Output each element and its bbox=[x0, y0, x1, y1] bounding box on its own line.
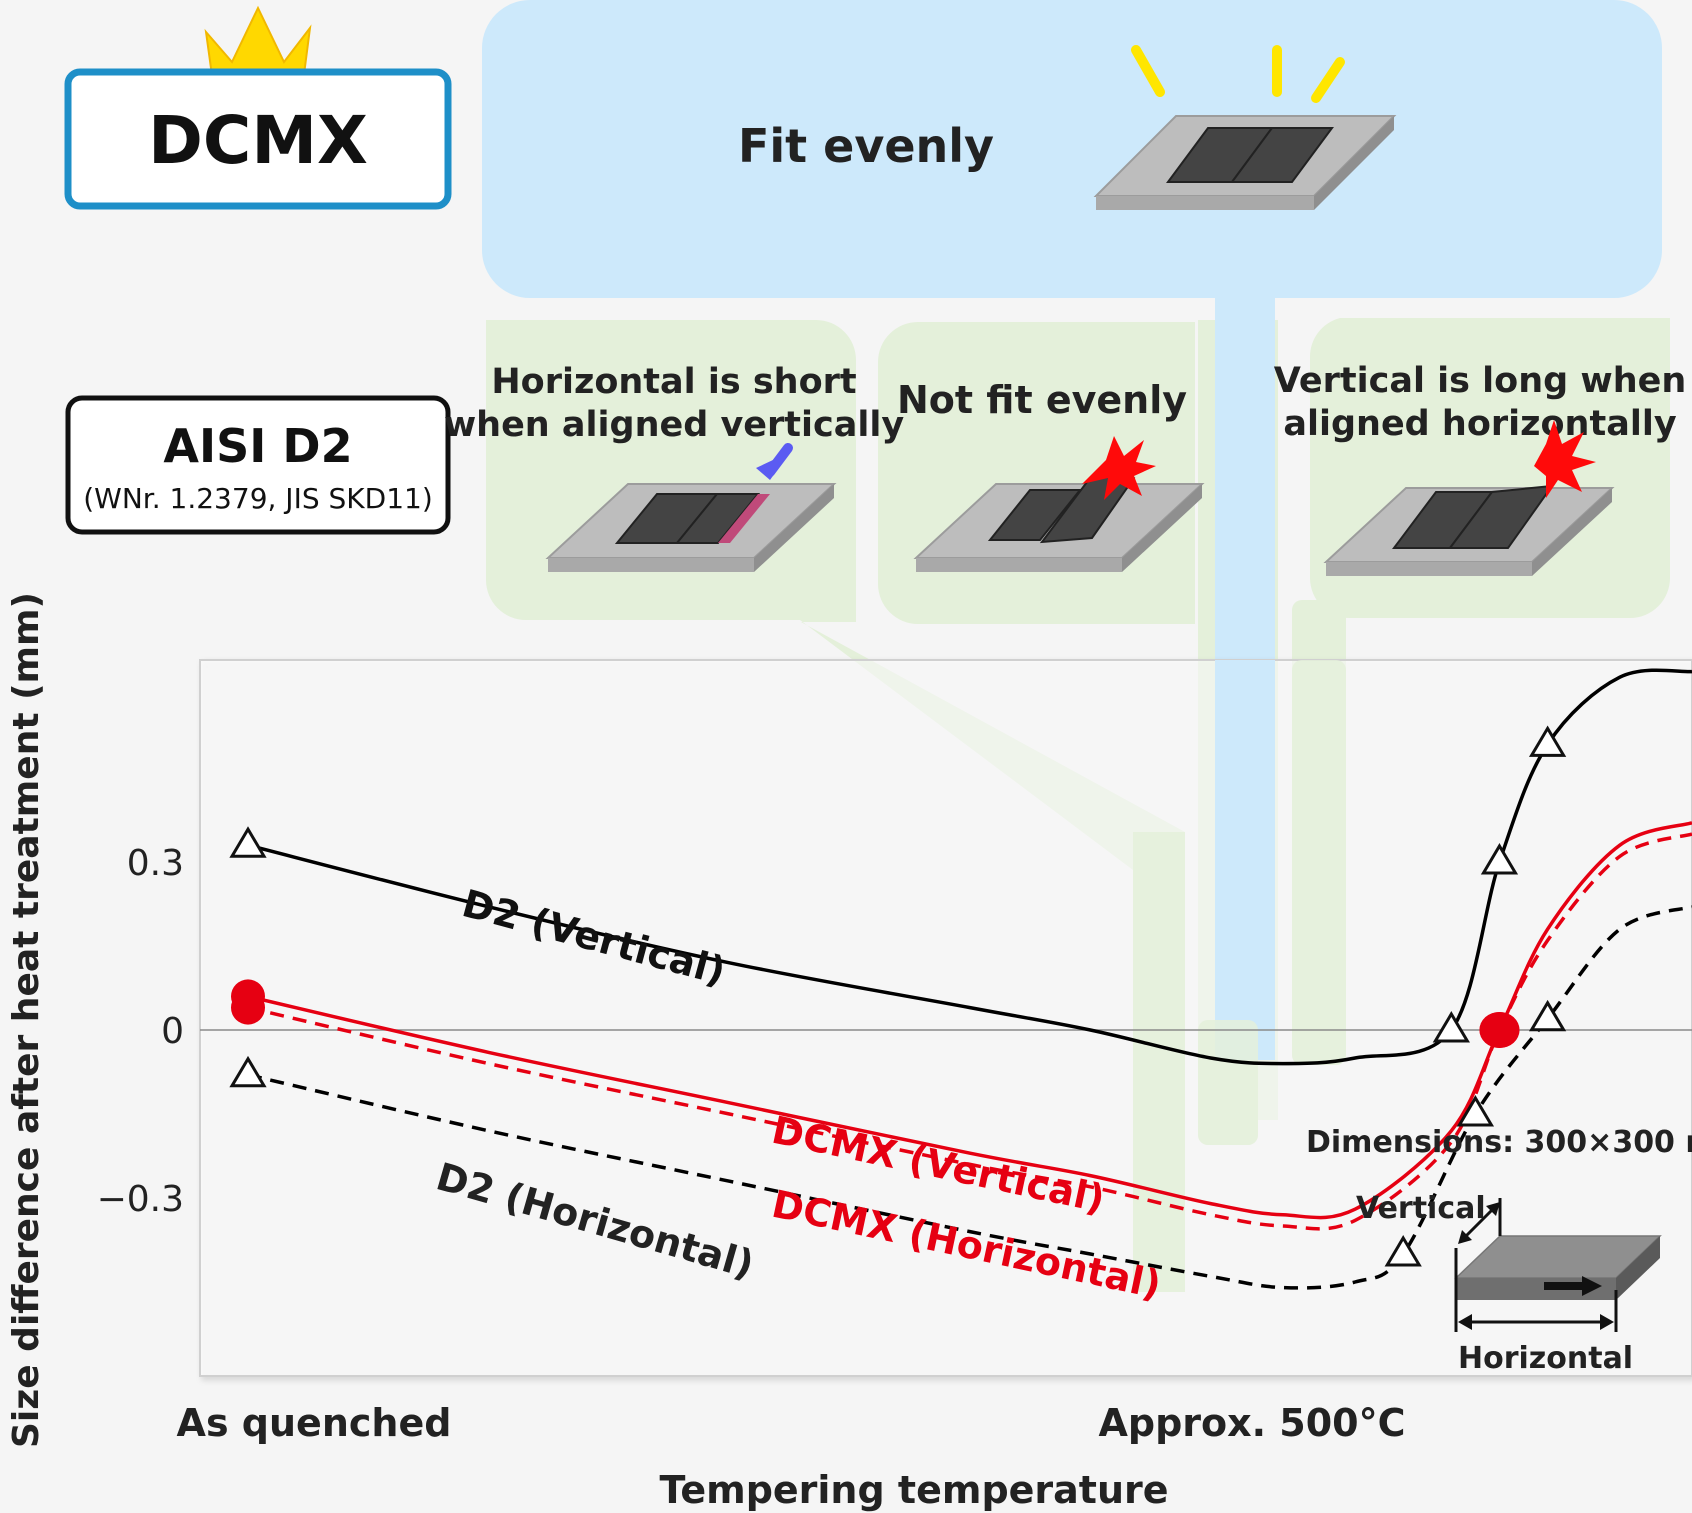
y-tick-label: 0 bbox=[161, 1011, 184, 1052]
y-tick-label: −0.3 bbox=[97, 1179, 184, 1220]
data-point-marker bbox=[1528, 725, 1567, 757]
y-axis-ticks: 0.3 0 −0.3 bbox=[97, 843, 184, 1220]
series-layer bbox=[247, 668, 1692, 1290]
d2-badge-subtitle: (WNr. 1.2379, JIS SKD11) bbox=[83, 482, 433, 515]
green-column-overlay-right bbox=[1292, 660, 1346, 1065]
d2-badge bbox=[65, 395, 451, 535]
d2-badge-title: AISI D2 bbox=[163, 419, 352, 473]
short-callout-line2: when aligned vertically bbox=[444, 405, 905, 445]
inset-vertical-label: Vertical bbox=[1356, 1191, 1486, 1226]
inset-plate-icon bbox=[1454, 1198, 1662, 1332]
long-callout-line1: Vertical is long when bbox=[1274, 361, 1687, 401]
x-tick-500c: Approx. 500°C bbox=[1098, 1401, 1405, 1445]
plate-short-horizontal-icon bbox=[545, 443, 837, 572]
dcmx-badge-label: DCMX bbox=[148, 102, 368, 179]
series-line-dcmx-horizontal bbox=[247, 832, 1692, 1231]
dcmx-badge bbox=[64, 68, 452, 210]
data-point-marker bbox=[1480, 843, 1519, 875]
green-column-overlay-mid bbox=[1198, 1020, 1258, 1145]
data-point-marker bbox=[229, 1055, 267, 1088]
inset-horizontal-label: Horizontal bbox=[1458, 1341, 1633, 1376]
long-callout-line2: aligned horizontally bbox=[1283, 404, 1676, 444]
green-column-overlay-left bbox=[1133, 832, 1185, 1292]
not-fit-evenly-label: Not fit evenly bbox=[897, 378, 1187, 422]
short-callout-line1: Horizontal is short bbox=[491, 362, 856, 402]
marker-layer bbox=[229, 725, 1567, 1267]
data-point-marker bbox=[229, 826, 267, 858]
data-point-marker bbox=[1528, 999, 1567, 1032]
fit-evenly-label: Fit evenly bbox=[738, 119, 994, 173]
series-line-d2-horizontal bbox=[247, 905, 1692, 1290]
data-point-marker bbox=[1479, 1012, 1520, 1048]
y-axis-label: Size difference after heat treatment (mm… bbox=[6, 592, 47, 1448]
plot-frame bbox=[199, 659, 1692, 1377]
data-point-marker bbox=[1432, 1011, 1470, 1043]
data-point-marker bbox=[1384, 1235, 1422, 1267]
plate-long-vertical-icon bbox=[1323, 420, 1615, 576]
x-tick-as-quenched: As quenched bbox=[177, 1401, 452, 1445]
plate-fit-evenly-icon bbox=[1093, 45, 1397, 210]
blue-column-overlay bbox=[1215, 660, 1275, 1060]
inset-dimensions: Dimensions: 300×300 mm bbox=[1306, 1125, 1692, 1160]
x-axis-label: Tempering temperature bbox=[659, 1468, 1168, 1512]
series-line-d2-vertical bbox=[247, 668, 1692, 1066]
series-line-dcmx-vertical bbox=[247, 821, 1692, 1220]
data-point-marker bbox=[1456, 1095, 1495, 1127]
plate-not-fit-icon bbox=[913, 436, 1205, 572]
data-point-marker bbox=[231, 990, 265, 1025]
y-tick-label: 0.3 bbox=[127, 843, 184, 884]
